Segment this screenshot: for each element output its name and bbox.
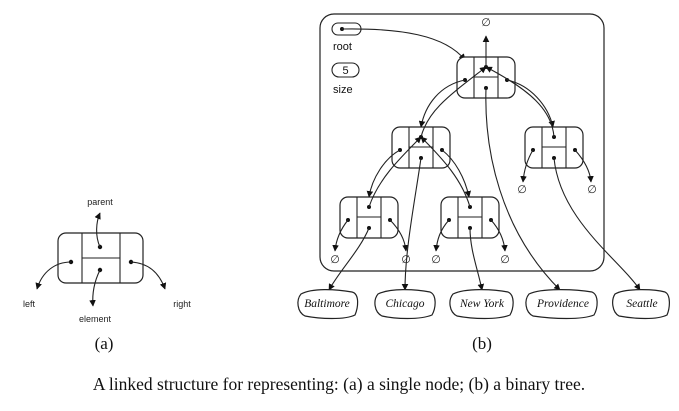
size-value: 5: [342, 65, 348, 77]
root-pointer: [341, 28, 466, 61]
size-box: [331, 62, 360, 78]
binary-tree-diagram: root 5 size ∅: [297, 13, 670, 353]
tree-node-chicago: [391, 126, 451, 169]
root-label: root: [333, 41, 352, 53]
null-marker: ∅: [431, 253, 441, 266]
null-marker: ∅: [330, 253, 340, 266]
right-pointer: [130, 261, 167, 290]
single-node-diagram: parent left element right (a): [23, 197, 191, 353]
left-label: left: [23, 299, 36, 309]
svg-text:Chicago: Chicago: [386, 298, 425, 310]
figure-caption: A linked structure for representing: (a)…: [93, 374, 585, 394]
svg-text:New York: New York: [459, 298, 505, 310]
node-box: [57, 232, 144, 284]
element-pointer: [89, 269, 101, 307]
svg-text:Providence: Providence: [536, 298, 589, 310]
parent-label: parent: [87, 197, 113, 207]
left-pointer: [35, 261, 72, 290]
parent-pointer: [94, 212, 101, 248]
right-label: right: [173, 299, 191, 309]
element-new-york: New York: [449, 289, 514, 320]
size-label: size: [333, 84, 353, 96]
sublabel-a: (a): [95, 334, 114, 353]
null-marker: ∅: [481, 16, 491, 29]
tree-container: [319, 13, 605, 272]
element-seattle: Seattle: [612, 289, 670, 320]
element-providence: Providence: [525, 289, 598, 320]
null-marker: ∅: [401, 253, 411, 266]
tree-node-root: [456, 56, 516, 99]
null-marker: ∅: [500, 253, 510, 266]
element-chicago: Chicago: [374, 289, 436, 320]
element-baltimore: Baltimore: [297, 289, 359, 320]
element-label: element: [79, 314, 112, 324]
sublabel-b: (b): [472, 334, 492, 353]
null-marker: ∅: [587, 183, 597, 196]
null-marker: ∅: [517, 183, 527, 196]
tree-node-baltimore: [339, 196, 399, 239]
svg-text:Seattle: Seattle: [626, 298, 657, 310]
svg-text:Baltimore: Baltimore: [304, 298, 350, 310]
